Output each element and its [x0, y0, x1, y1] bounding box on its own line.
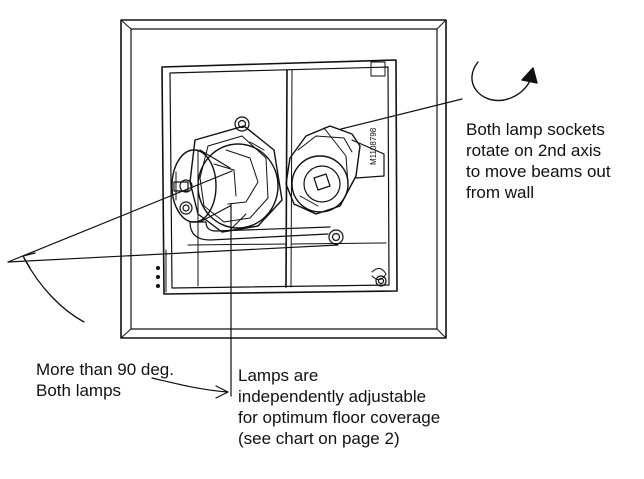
rotate-leader-line — [340, 98, 463, 130]
rotate-callout-line-4: from wall — [466, 183, 535, 202]
rotate-callout-line-1: Both lamp sockets — [466, 120, 605, 139]
angle-arc-arrow — [22, 252, 85, 323]
rotation-arrow — [471, 61, 538, 102]
adjust-callout-line-2: independently adjustable — [238, 387, 427, 406]
angle-callout-line-2: Both lamps — [36, 381, 122, 400]
right-lamp-head — [285, 125, 385, 215]
mounting-screws — [179, 116, 387, 287]
adjust-callout-line-4: (see chart on page 2) — [238, 429, 400, 448]
rotate-callout-line-3: to move beams out — [466, 162, 611, 181]
angle-callout: More than 90 deg. Both lamps — [36, 359, 174, 401]
angle-callout-line-1: More than 90 deg. — [36, 360, 174, 379]
rotate-callout: Both lamp sockets rotate on 2nd axis to … — [466, 119, 611, 203]
adjust-callout-line-1: Lamps are — [238, 366, 319, 385]
housing — [156, 59, 398, 295]
left-lamp-cone — [171, 149, 231, 223]
left-lamp-head — [189, 125, 283, 233]
faceplate — [120, 19, 447, 339]
rotate-callout-line-2: rotate on 2nd axis — [466, 141, 602, 160]
part-number: M1108798 — [369, 127, 378, 165]
adjust-callout-line-3: for optimum floor coverage — [238, 408, 441, 427]
both-lamps-pointer — [151, 377, 229, 399]
angle-leader-lines — [7, 170, 339, 263]
adjust-callout: Lamps are independently adjustable for o… — [238, 365, 440, 449]
